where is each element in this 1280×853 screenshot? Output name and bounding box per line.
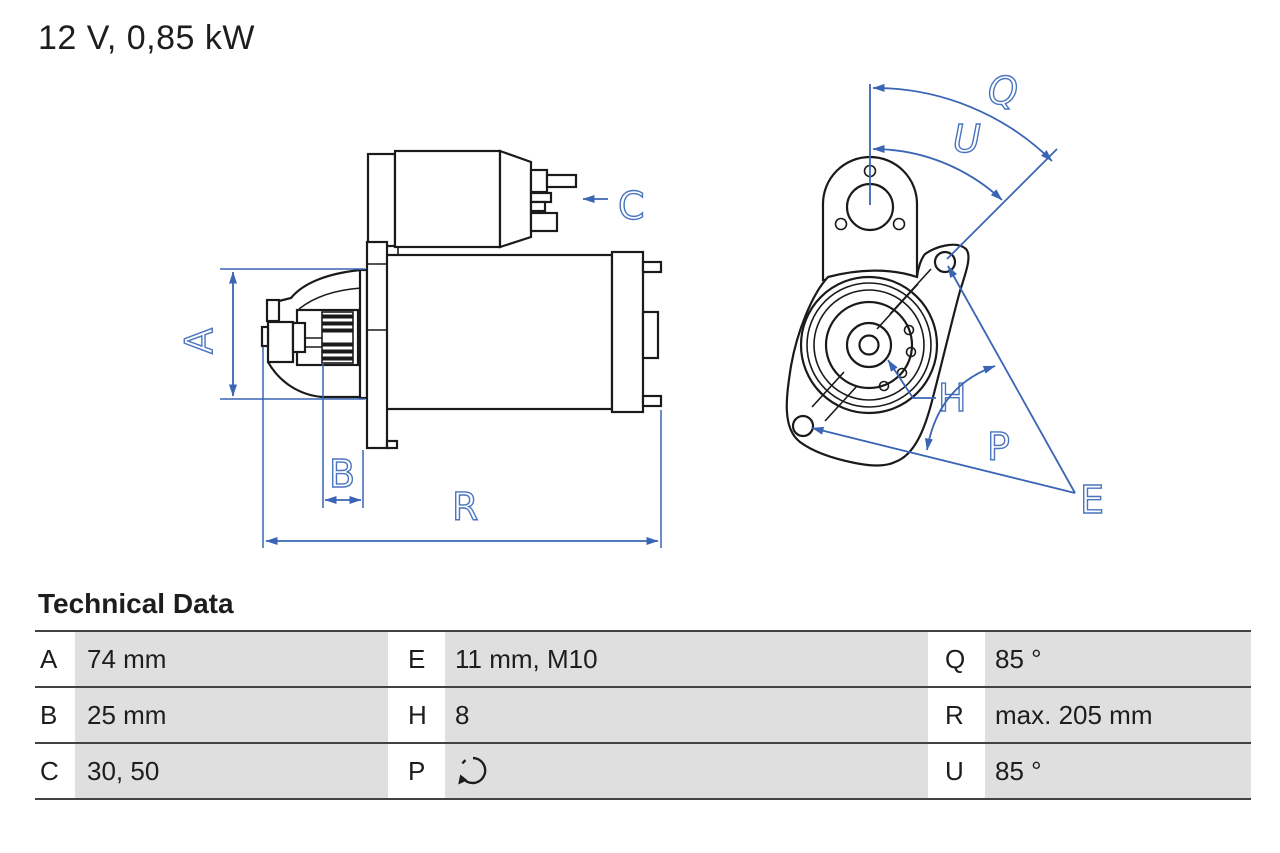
dim-e-leader-bottom [811, 426, 1076, 494]
gear-tooth [903, 324, 915, 336]
bolt-hole-bottom-left [791, 414, 815, 438]
pinion-gear-front [824, 300, 914, 390]
param-key-b: B [35, 688, 75, 742]
bore-ring-mid [806, 282, 932, 408]
param-key-h: H [388, 688, 445, 742]
gear-tooth-band [322, 356, 353, 361]
table-row: B 25 mm H 8 R max. 205 mm [35, 688, 1251, 744]
param-value-u: 85 ° [985, 744, 1251, 798]
gear-tooth [905, 346, 917, 358]
param-value-a: 74 mm [75, 632, 388, 686]
solenoid-end-plate [366, 152, 397, 248]
param-value-c: 30, 50 [75, 744, 388, 798]
gear-tooth-band [322, 328, 353, 333]
bracket-hole-right [892, 217, 906, 231]
param-key-e: E [388, 632, 445, 686]
param-key-r: R [928, 688, 985, 742]
drive-housing-top-inner [298, 287, 362, 310]
dim-e-leader-top [947, 265, 1076, 494]
pinion-nose [266, 320, 295, 364]
dim-q-arc [872, 83, 1053, 162]
flange-foot [385, 439, 399, 450]
web-line [824, 385, 858, 422]
dim-p-arc [925, 365, 996, 451]
web-line [811, 371, 845, 408]
dim-label-q: Q [988, 69, 1018, 113]
param-value-b: 25 mm [75, 688, 388, 742]
dim-label-h: H [938, 376, 967, 420]
dim-label-u: U [953, 117, 981, 161]
solenoid-body [393, 149, 502, 249]
shaft-tip [260, 325, 270, 348]
technical-data-heading: Technical Data [38, 588, 234, 619]
dim-label-c: C [618, 184, 645, 228]
pinion-gear [321, 311, 354, 364]
drive-housing-top [278, 268, 362, 303]
param-value-r: max. 205 mm [985, 688, 1251, 742]
param-key-c: C [35, 744, 75, 798]
table-row: A 74 mm E 11 mm, M10 Q 85 ° [35, 632, 1251, 688]
solenoid-taper [498, 149, 533, 249]
terminal-base [529, 168, 549, 194]
shaft-hole [858, 334, 880, 356]
bore-ring-inner [813, 289, 925, 401]
param-key-p: P [388, 744, 445, 798]
drive-housing-bottom [267, 361, 361, 399]
param-value-h: 8 [445, 688, 928, 742]
rear-stud-bottom [641, 394, 663, 408]
dim-label-a: A [177, 328, 221, 354]
rear-stud-top [641, 260, 663, 274]
gear-tooth-band [322, 349, 353, 354]
param-key-u: U [928, 744, 985, 798]
terminal-lower [529, 211, 559, 233]
gear-tooth-band [322, 314, 353, 319]
dim-label-b: B [329, 452, 355, 496]
param-value-q: 85 ° [985, 632, 1251, 686]
param-key-q: Q [928, 632, 985, 686]
pinion-washer [291, 321, 307, 354]
dim-u-arc [872, 145, 1003, 201]
gear-tooth [878, 380, 890, 392]
motor-body [384, 253, 614, 411]
table-row: C 30, 50 P U 85 ° [35, 744, 1251, 798]
bolt-hole-top-right [933, 250, 957, 274]
terminal-small-2 [529, 200, 547, 213]
bracket-hole-left [834, 217, 848, 231]
param-value-e: 11 mm, M10 [445, 632, 928, 686]
end-cap [610, 250, 645, 414]
rotation-direction-icon [458, 756, 487, 785]
dim-qu-radial-line [946, 148, 1058, 260]
rear-block [641, 310, 660, 360]
param-key-a: A [35, 632, 75, 686]
side-view: A B R C [176, 149, 663, 548]
technical-drawing: A B R C [176, 68, 1105, 548]
dim-label-p: P [987, 425, 1010, 469]
housing-tab [265, 298, 281, 323]
dim-label-e: E [1080, 478, 1104, 522]
dim-label-r: R [452, 485, 478, 529]
bore-ring-outer [799, 275, 939, 415]
page-title: 12 V, 0,85 kW [38, 19, 255, 57]
technical-data-table: A 74 mm E 11 mm, M10 Q 85 ° B 25 mm H 8 … [35, 630, 1251, 800]
terminal-stud [545, 173, 578, 189]
terminal-small-1 [529, 191, 553, 204]
front-view: Q U E H P [785, 68, 1105, 523]
param-value-p [445, 744, 928, 798]
gear-tooth-band [322, 342, 353, 347]
gear-tooth-band [322, 321, 353, 326]
mounting-flange [365, 240, 389, 450]
shaft-hub [845, 321, 893, 369]
